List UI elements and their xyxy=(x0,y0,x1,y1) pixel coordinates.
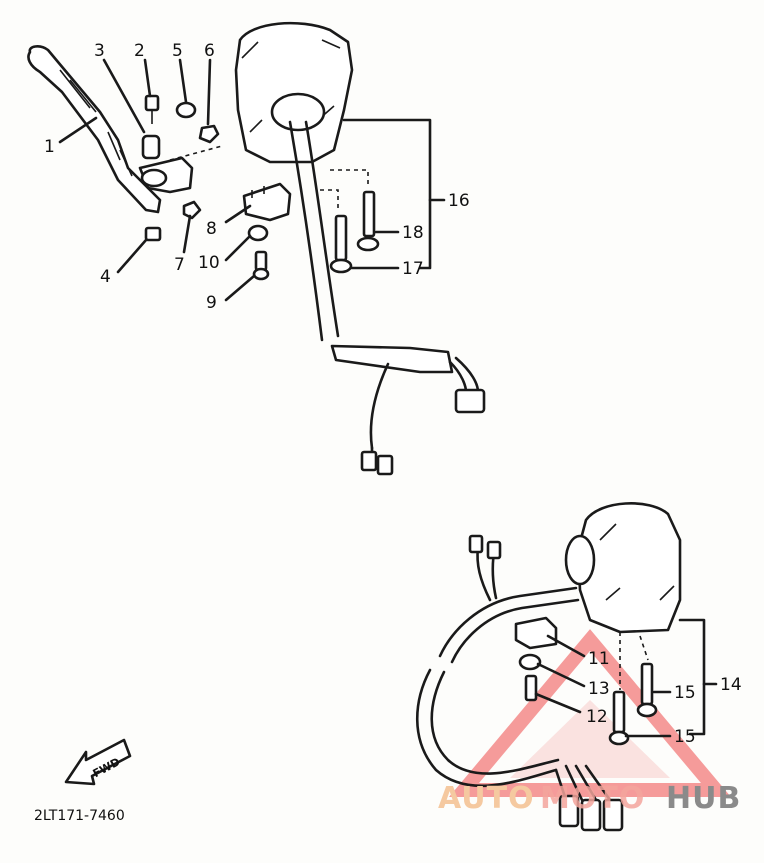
part-washer-5 xyxy=(175,101,197,119)
left-handlebar-switch xyxy=(234,21,354,164)
callout-5: 5 xyxy=(172,41,183,61)
part-nut-4 xyxy=(144,226,162,242)
callout-12: 12 xyxy=(586,707,608,727)
callout-13: 13 xyxy=(588,679,610,699)
callout-7: 7 xyxy=(174,255,185,275)
callout-2: 2 xyxy=(134,41,145,61)
screw-15-upper xyxy=(636,662,658,718)
callout-1: 1 xyxy=(44,137,55,157)
callout-6: 6 xyxy=(204,41,215,61)
part-screw-9 xyxy=(252,250,270,281)
callout-16: 16 xyxy=(448,191,470,211)
leader-lines-upper xyxy=(58,58,400,302)
screw-18 xyxy=(356,190,380,252)
callout-4: 4 xyxy=(100,267,111,287)
drawing-code: 2LT171-7460 xyxy=(34,808,125,824)
callout-18: 18 xyxy=(402,223,424,243)
part-collar-3 xyxy=(141,134,161,160)
fwd-arrow-icon: FWD xyxy=(64,738,132,786)
part-washer-10 xyxy=(247,224,269,242)
callout-15-upper: 15 xyxy=(674,683,696,703)
left-wire-harness xyxy=(288,120,486,476)
screw-15-lower xyxy=(608,690,630,746)
callout-9: 9 xyxy=(206,293,217,313)
callout-17: 17 xyxy=(402,259,424,279)
bracket-16 xyxy=(342,118,432,270)
part-nut-7 xyxy=(182,200,202,220)
watermark-auto: AUTO xyxy=(438,781,535,816)
part-switch-11 xyxy=(514,616,558,650)
watermark-hub: HUB xyxy=(666,781,741,816)
part-bolt-2 xyxy=(144,94,160,124)
screw-17 xyxy=(329,214,353,274)
callout-11: 11 xyxy=(588,649,610,669)
watermark-moto: MOTO xyxy=(540,781,645,816)
part-nut-6 xyxy=(198,124,220,144)
leader-lines-lower xyxy=(534,634,672,738)
callout-15-lower: 15 xyxy=(674,727,696,747)
callout-3: 3 xyxy=(94,41,105,61)
right-wire-harness xyxy=(416,534,624,832)
watermark-logo: AUTO MOTO HUB xyxy=(438,781,741,816)
part-switch-8 xyxy=(242,182,292,222)
part-washer-13 xyxy=(518,653,542,671)
bracket-14 xyxy=(678,618,706,736)
callout-14: 14 xyxy=(720,675,742,695)
lever-holder xyxy=(138,145,223,194)
clutch-lever xyxy=(27,45,162,214)
callout-8: 8 xyxy=(206,219,217,239)
part-bolt-12 xyxy=(524,674,538,702)
callout-10: 10 xyxy=(198,253,220,273)
right-handlebar-switch xyxy=(564,502,682,634)
